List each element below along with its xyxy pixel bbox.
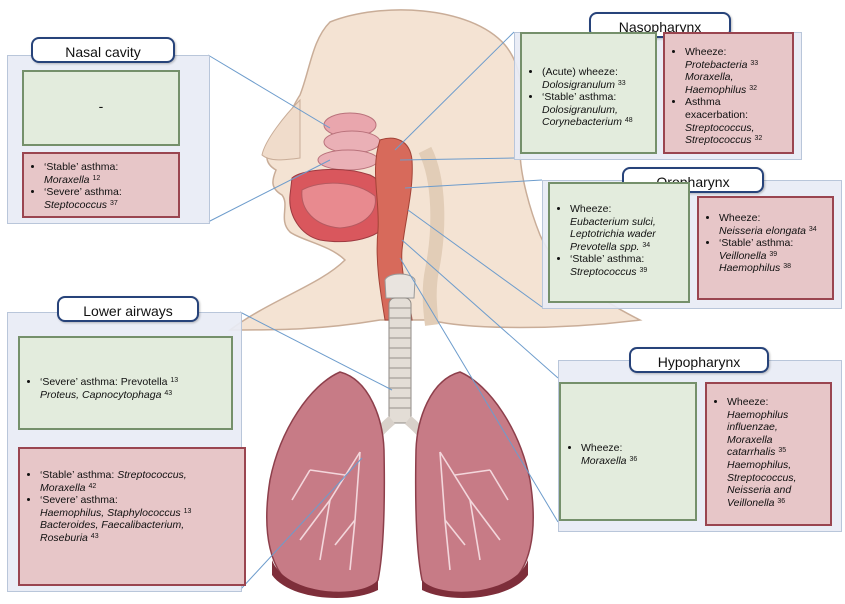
nasal-cavity-title: Nasal cavity	[31, 37, 175, 63]
list-item: ‘Stable’ asthma:Dolosigranulum,Corynebac…	[542, 91, 649, 129]
lower-airways-title: Lower airways	[57, 296, 199, 322]
nose	[262, 100, 300, 160]
list-item: ‘Severe’ asthma:Haemophilus, Staphylococ…	[40, 494, 238, 544]
nasopharynx-red-box: Wheeze:Protebacteria 33Moraxella,Haemoph…	[663, 32, 794, 154]
hypopharynx-red-box: Wheeze:Haemophilusinfluenzae,Moraxellaca…	[705, 382, 832, 526]
nasal-cavity-wheeze-box: -	[22, 70, 180, 146]
larynx	[385, 274, 415, 298]
list-item: ‘Stable’ asthma:Veillonella 39Haemophilu…	[719, 237, 826, 275]
list-item: Wheeze:Eubacterium sulci,Leptotrichia wa…	[570, 203, 682, 253]
trachea	[389, 298, 411, 423]
nasopharynx-green-box: (Acute) wheeze:Dolosigranulum 33 ‘Stable…	[520, 32, 657, 154]
nasal-cavity-wheeze-text: -	[24, 100, 178, 113]
lower-airways-red-box: ‘Stable’ asthma: Streptococcus,Moraxella…	[18, 447, 246, 586]
list-item: (Acute) wheeze:Dolosigranulum 33	[542, 66, 649, 91]
list-item: Wheeze:Moraxella 36	[581, 442, 689, 467]
right-lung	[416, 372, 534, 596]
list-item: ‘Severe’ asthma:Steptococcus 37	[44, 186, 172, 211]
oropharynx-red-box: Wheeze:Neisseria elongata 34 ‘Stable’ as…	[697, 196, 834, 300]
list-item: Wheeze:Haemophilusinfluenzae,Moraxellaca…	[727, 396, 824, 509]
hypopharynx-title: Hypopharynx	[629, 347, 769, 373]
list-item: Wheeze:Neisseria elongata 34	[719, 212, 826, 237]
nasal-cavity-asthma-box: ‘Stable’ asthma:Moraxella 12 ‘Severe’ as…	[22, 152, 180, 218]
list-item: ‘Stable’ asthma:Moraxella 12	[44, 161, 172, 186]
hypopharynx-green-box: Wheeze:Moraxella 36	[559, 382, 697, 521]
list-item: ‘Stable’ asthma: Streptococcus,Moraxella…	[40, 469, 238, 494]
list-item: Wheeze:Protebacteria 33Moraxella,Haemoph…	[685, 46, 786, 96]
list-item: ‘Stable’ asthma:Streptococcus 39	[570, 253, 682, 278]
left-lung	[267, 372, 385, 596]
list-item: Asthma exacerbation:Streptococcus,Strept…	[685, 96, 786, 146]
nasal-turbinate-lower	[318, 150, 378, 170]
oropharynx-green-box: Wheeze:Eubacterium sulci,Leptotrichia wa…	[548, 182, 690, 303]
